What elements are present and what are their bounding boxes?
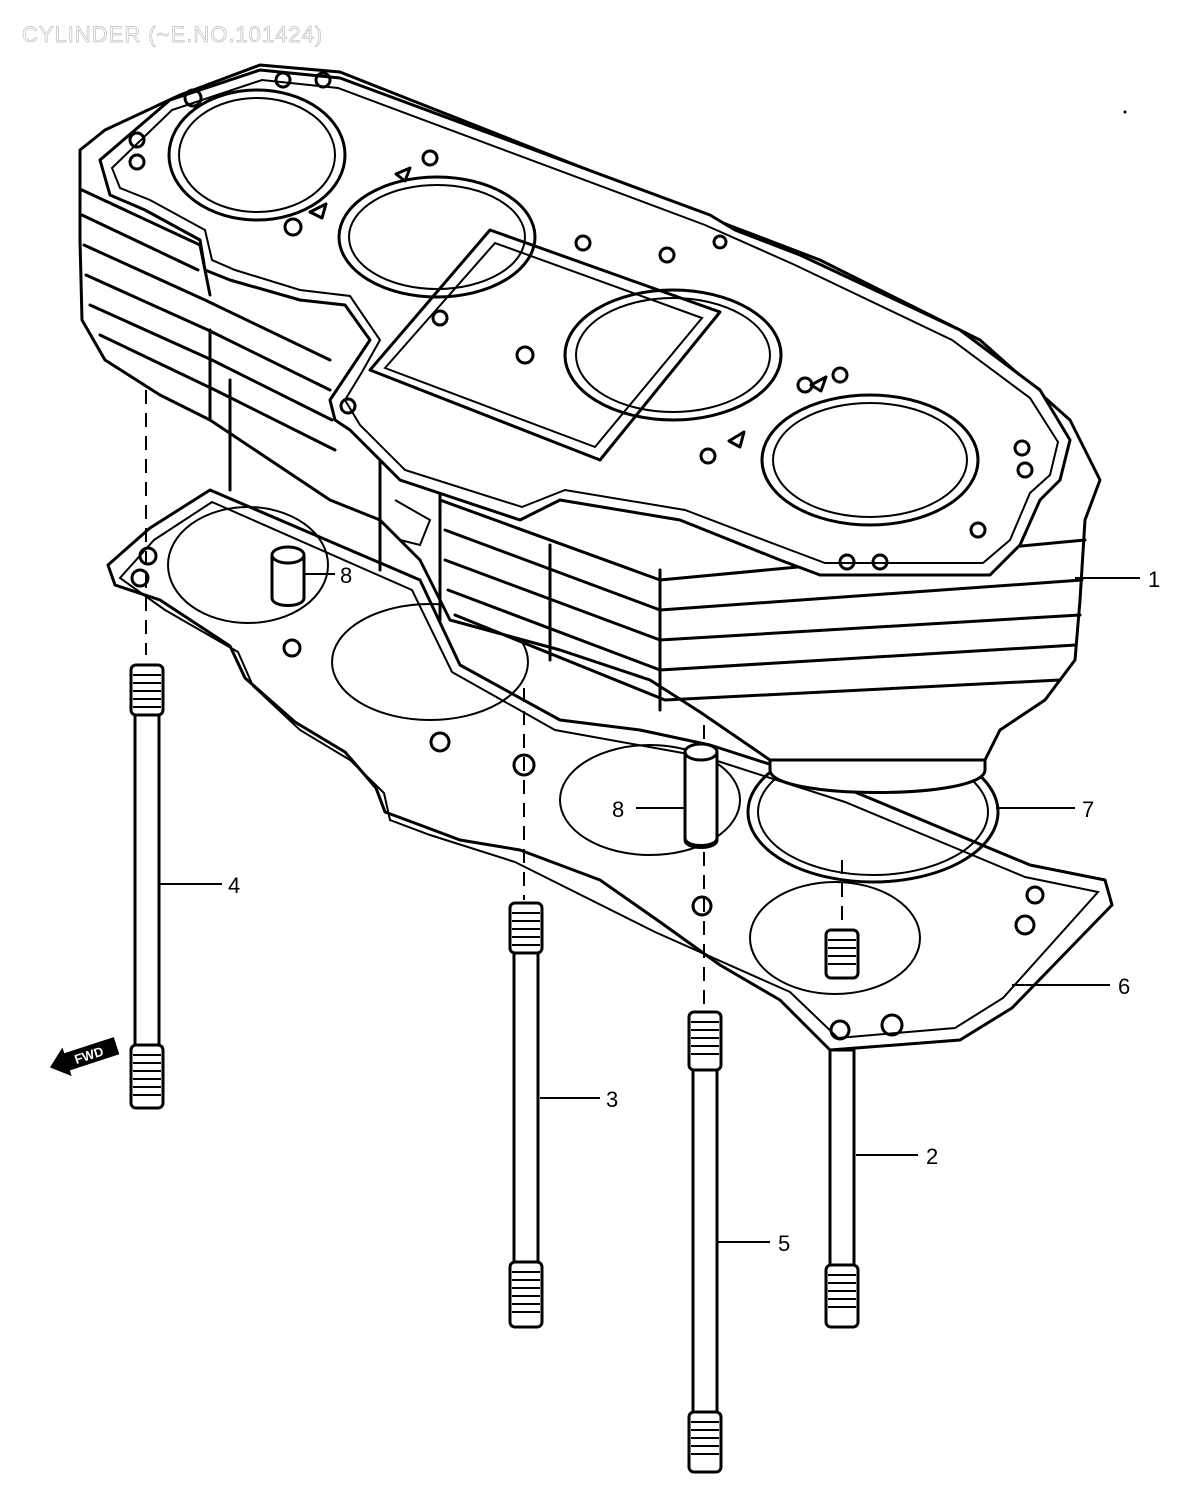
- stud-bolt-2: [824, 928, 860, 1329]
- stud-bolt-5: [687, 1010, 723, 1474]
- callout-4: 4: [228, 873, 240, 898]
- alignment-lines: [145, 390, 843, 1010]
- callout-3: 3: [606, 1087, 618, 1112]
- stud-bolt-4: [129, 663, 165, 1110]
- callout-6: 6: [1118, 974, 1130, 999]
- cylinder-block: [78, 63, 1102, 794]
- diagram-title: CYLINDER (~E.NO.101424): [22, 22, 324, 48]
- base-gasket: [106, 488, 1114, 1052]
- callout-1: 1: [1148, 567, 1160, 592]
- dowel-pin-upper: [270, 545, 306, 607]
- callout-2: 2: [926, 1144, 938, 1169]
- stud-bolt-3: [508, 901, 544, 1329]
- callout-5: 5: [778, 1231, 790, 1256]
- forward-arrow-icon: FWD: [49, 1037, 120, 1077]
- dowel-pin-lower: [683, 742, 719, 849]
- callout-8-upper: 8: [340, 563, 352, 588]
- leader-lines: [160, 573, 1140, 1243]
- callout-7: 7: [1082, 797, 1094, 822]
- callout-8-lower: 8: [612, 797, 624, 822]
- callouts: 1 2 3 4 5 6 7 8 8: [228, 563, 1160, 1256]
